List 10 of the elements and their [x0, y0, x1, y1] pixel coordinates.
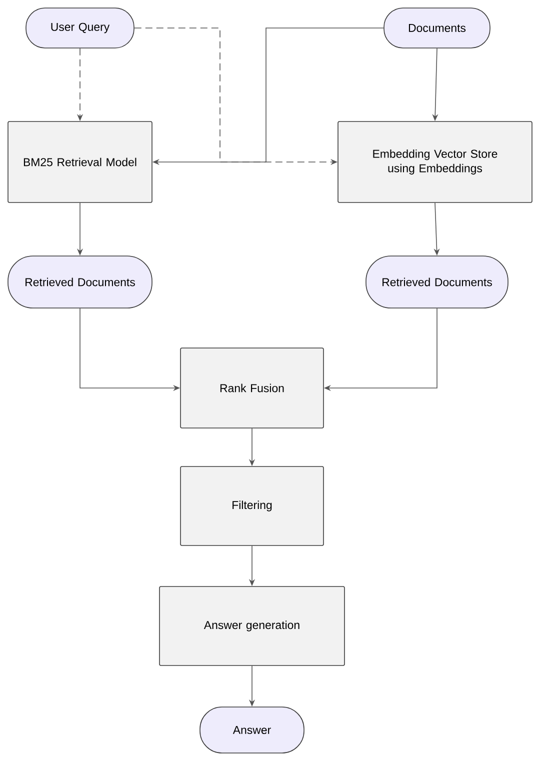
process-box: Answer generation: [159, 586, 345, 666]
terminal-pill: Answer: [200, 706, 304, 754]
process-box: Rank Fusion: [180, 348, 324, 428]
process-box: Embedding Vector Store using Embeddings: [338, 121, 532, 203]
terminal-pill: Retrieved Documents: [366, 256, 508, 308]
terminal-pill: Retrieved Documents: [8, 256, 152, 308]
terminal-pill: User Query: [26, 8, 134, 48]
terminal-pill: Documents: [384, 8, 490, 48]
process-box: BM25 Retrieval Model: [8, 121, 152, 203]
process-box: Filtering: [180, 466, 324, 546]
